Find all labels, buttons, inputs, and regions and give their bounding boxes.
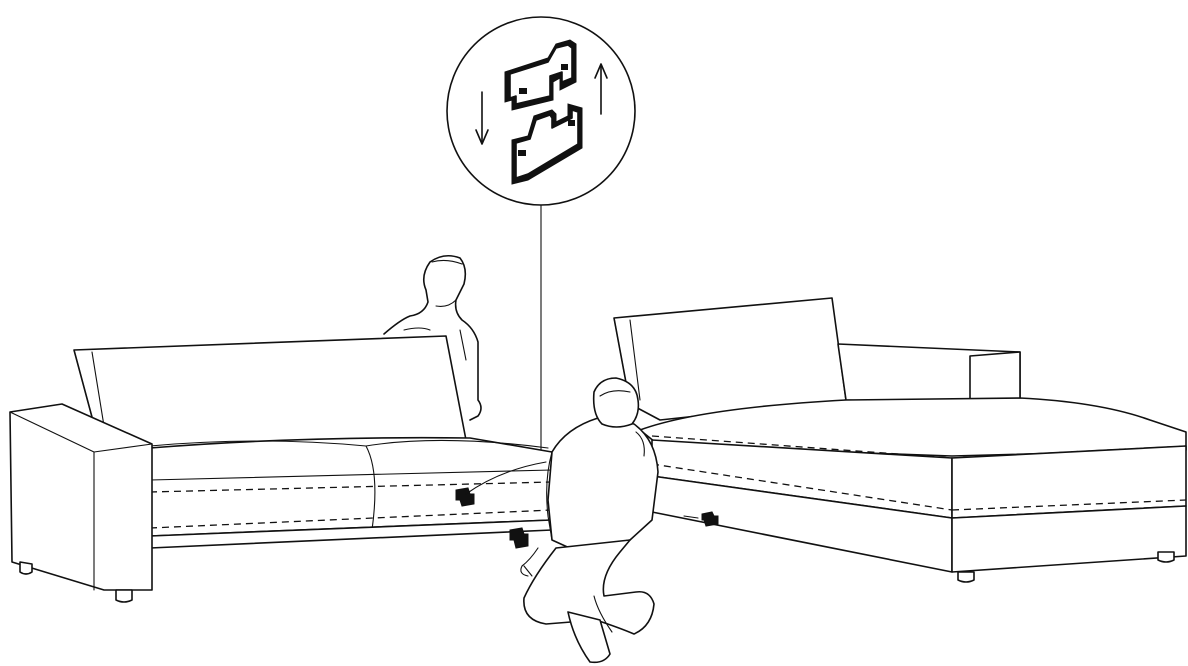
left-seat-base	[150, 438, 552, 536]
right-chaise	[614, 298, 1186, 582]
right-foot	[1158, 552, 1174, 562]
right-foot	[958, 572, 974, 582]
left-back-cushion	[74, 336, 466, 448]
right-plinth-side	[952, 506, 1186, 572]
left-foot	[20, 562, 32, 574]
callout-circle	[447, 17, 635, 205]
left-foot	[116, 590, 132, 602]
left-sofa	[10, 256, 552, 602]
